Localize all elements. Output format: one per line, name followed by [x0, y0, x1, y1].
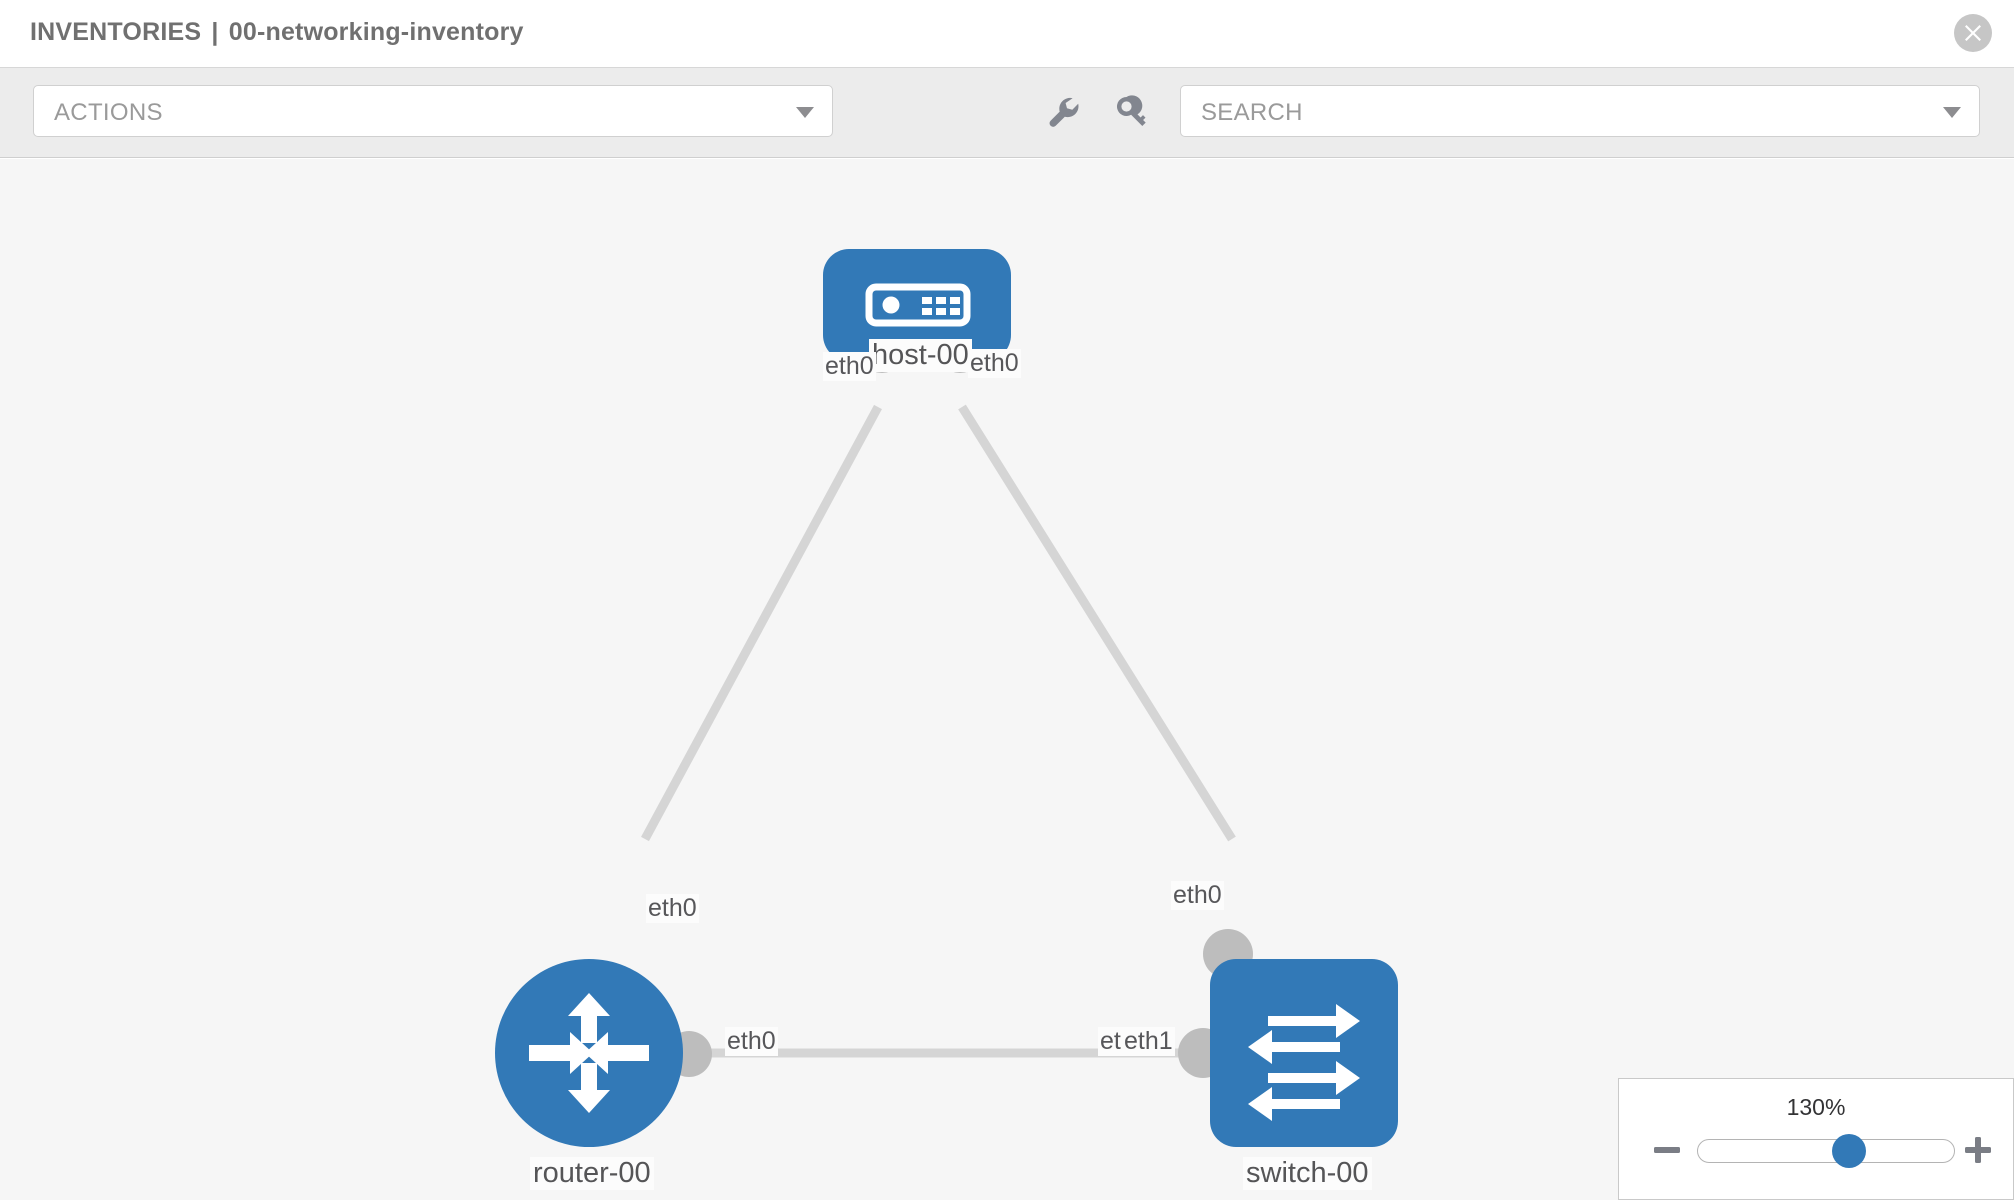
- chevron-down-icon: [796, 107, 814, 118]
- actions-dropdown-label: ACTIONS: [54, 99, 163, 126]
- close-button[interactable]: [1954, 14, 1992, 52]
- node-switch-00[interactable]: [1210, 959, 1398, 1147]
- zoom-in-button[interactable]: [1963, 1135, 1993, 1165]
- link-host00-switch00: [958, 404, 1236, 842]
- wrench-icon: [1044, 92, 1084, 132]
- key-icon: [1112, 92, 1152, 132]
- search-placeholder: SEARCH: [1201, 99, 1303, 126]
- node-router-00[interactable]: [495, 959, 683, 1147]
- chevron-down-icon[interactable]: [1943, 107, 1961, 118]
- zoom-slider-track[interactable]: [1697, 1134, 1955, 1168]
- topology-canvas[interactable]: host-00 eth0 eth0 router-00 eth0 eth0: [0, 159, 2014, 1200]
- breadcrumb-root[interactable]: INVENTORIES: [30, 18, 202, 46]
- wrench-button[interactable]: [1044, 92, 1084, 132]
- zoom-control-panel: 130%: [1618, 1078, 2014, 1200]
- zoom-percent-label: 130%: [1786, 1094, 1846, 1120]
- zoom-out-button[interactable]: [1652, 1135, 1682, 1165]
- node-host-00[interactable]: [823, 249, 1011, 361]
- toolbar: ACTIONS SEARCH: [0, 68, 2014, 158]
- actions-dropdown[interactable]: ACTIONS: [33, 85, 833, 137]
- breadcrumb-separator: |: [211, 18, 219, 46]
- app-header: INVENTORIES | 00-networking-inventory: [0, 0, 2014, 68]
- minus-icon: [1652, 1135, 1682, 1165]
- switch-00-shape: [1210, 959, 1398, 1147]
- key-button[interactable]: [1112, 92, 1152, 132]
- link-host00-router00: [641, 404, 882, 842]
- breadcrumb-current: 00-networking-inventory: [228, 18, 524, 46]
- breadcrumb: INVENTORIES | 00-networking-inventory: [30, 18, 524, 47]
- search-input[interactable]: SEARCH: [1180, 85, 1980, 137]
- zoom-slider-thumb[interactable]: [1832, 1134, 1867, 1168]
- plus-icon: [1963, 1135, 1993, 1165]
- close-circle-icon: [1954, 14, 1992, 52]
- host-00-shape: [823, 249, 1011, 361]
- router-00-shape: [495, 959, 683, 1147]
